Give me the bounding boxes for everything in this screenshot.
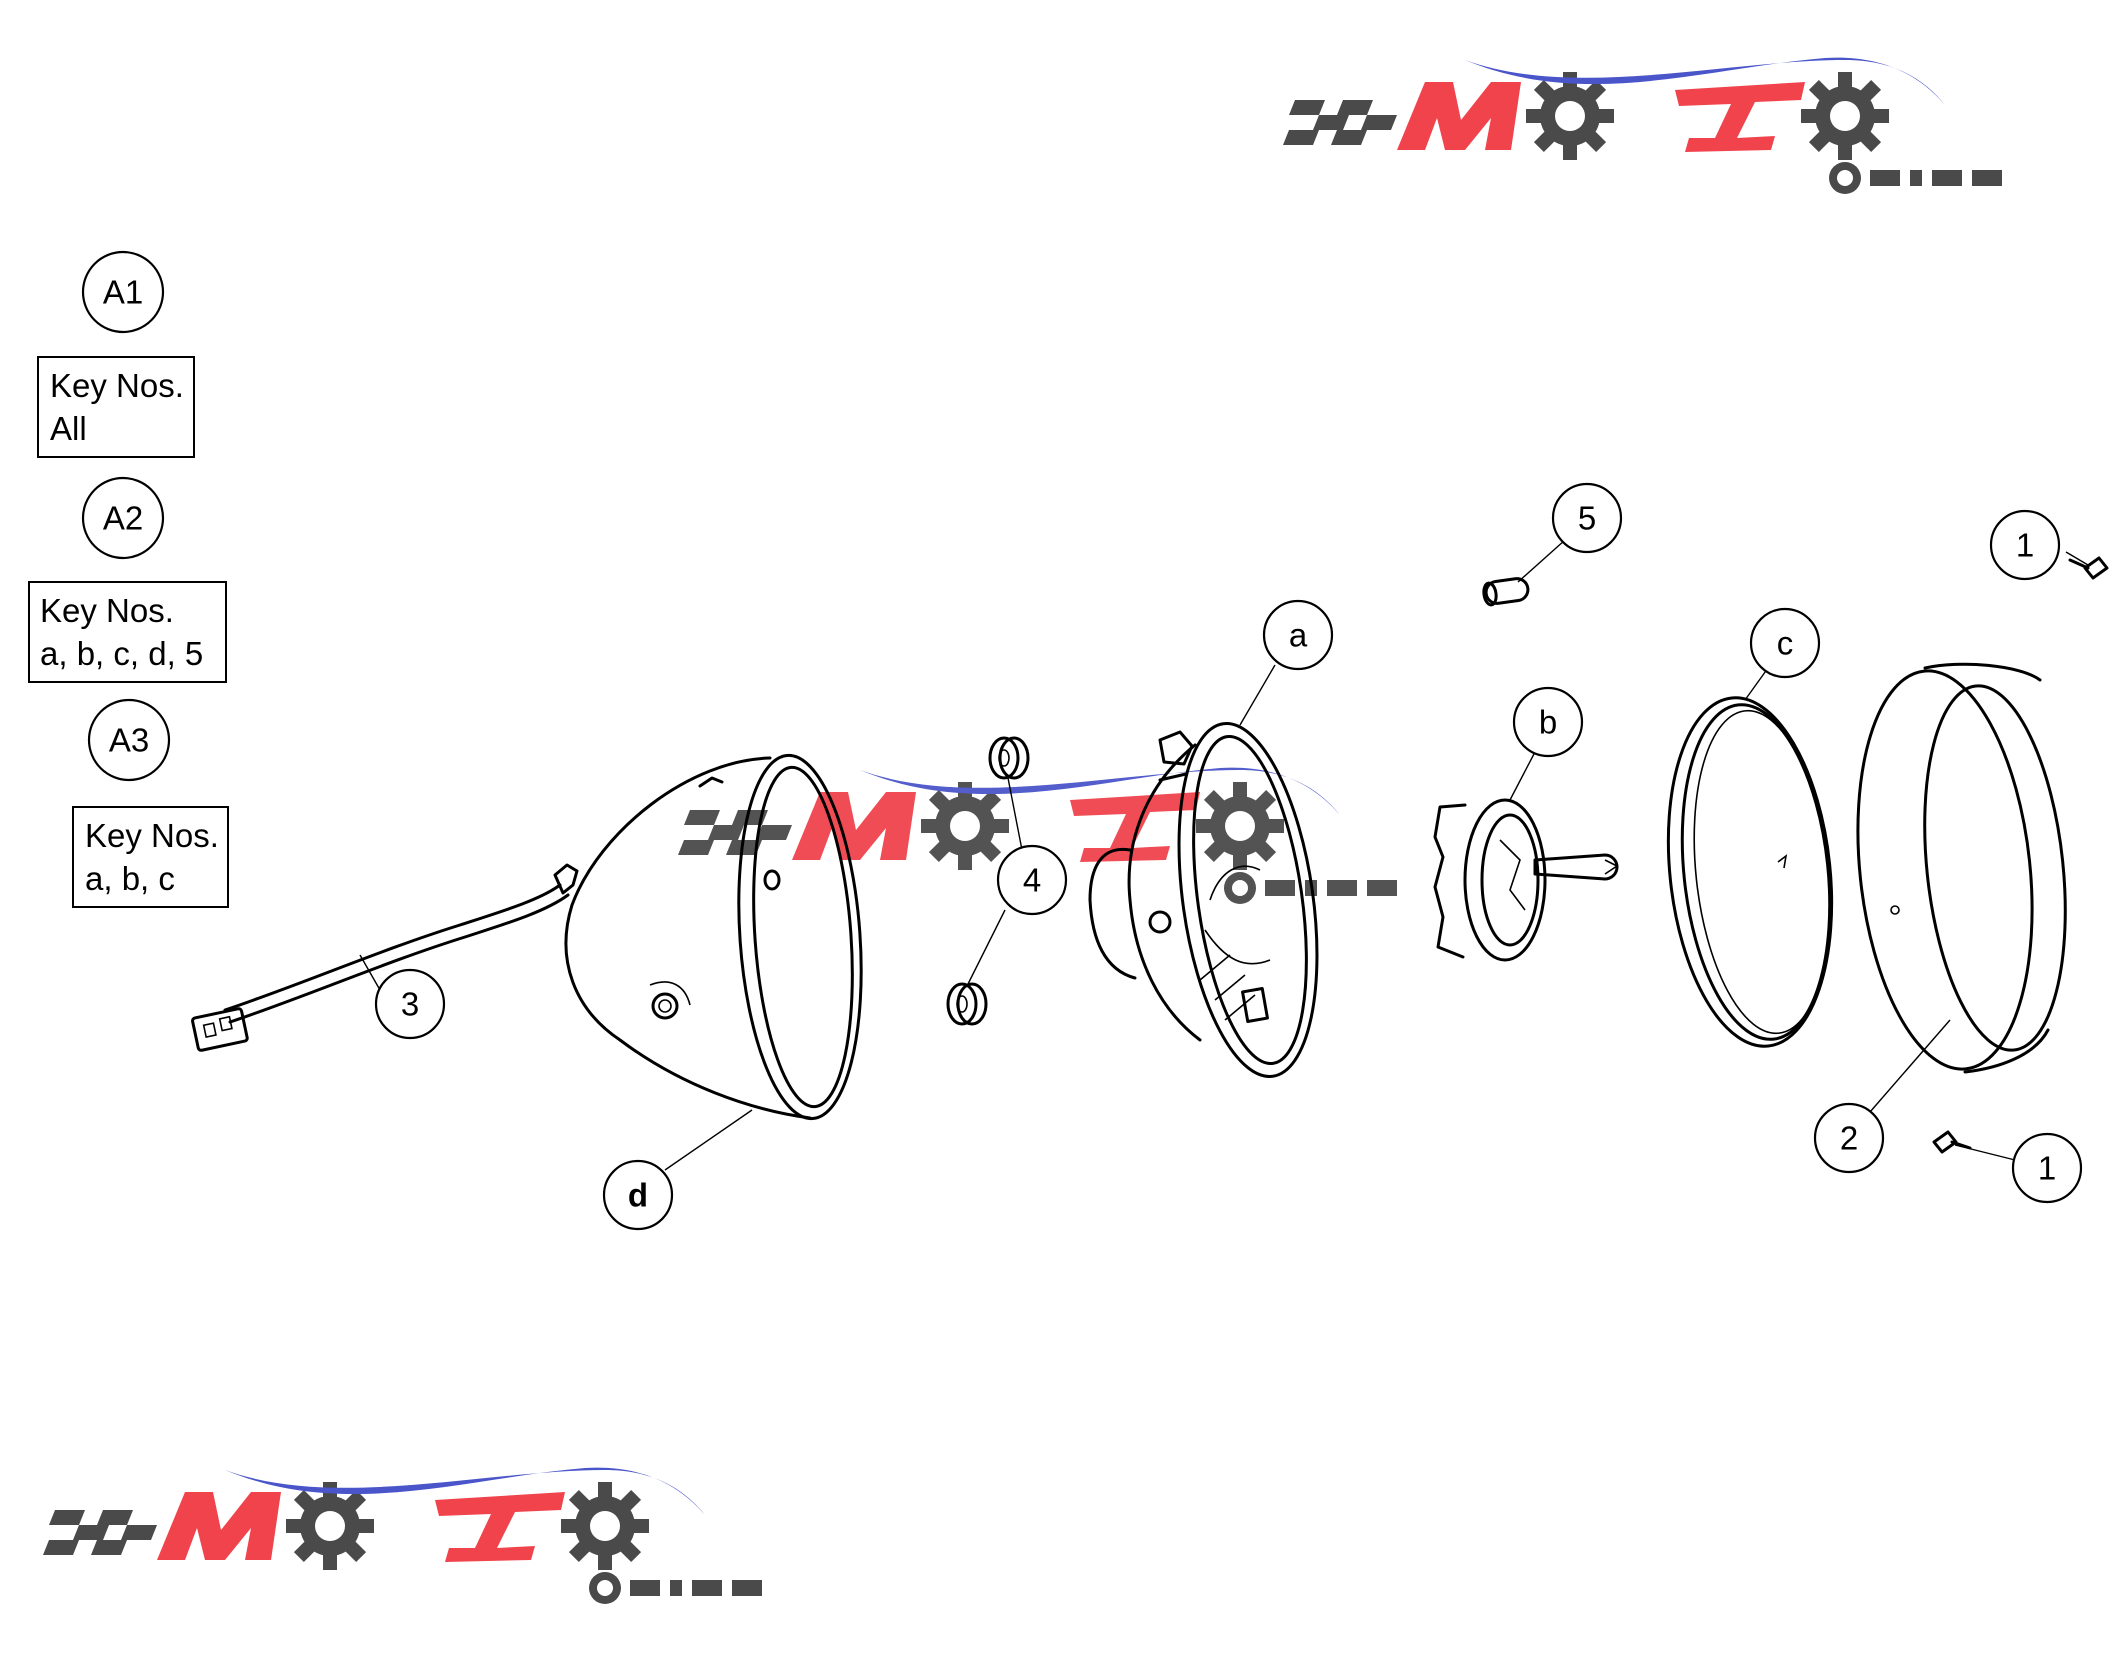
leader-5 (1517, 539, 1566, 583)
leader-lines (359, 539, 2089, 1171)
key-group-a3-circle (87, 698, 171, 782)
svg-text:1: 1 (2038, 1150, 2056, 1187)
part-5-pilot-bulb (1482, 577, 1530, 607)
key-group-a1-box (37, 356, 195, 458)
svg-text:2: 2 (1840, 1120, 1858, 1157)
part-3-wiring-harness (191, 863, 579, 1052)
key-group-a2-line2: a, b, c, d, 5 (40, 635, 203, 672)
key-group-a1-line2: All (50, 410, 87, 447)
key-group-a1-circle (81, 250, 165, 334)
leader-4-upper (1007, 777, 1023, 851)
key-group-a3-id: A3 (109, 722, 149, 759)
leader-4-lower (967, 909, 1006, 985)
svg-text:5: 5 (1578, 500, 1596, 537)
part-2-headlamp-rim (1856, 662, 2067, 1074)
leader-b (1509, 751, 1536, 801)
leader-d (664, 1109, 753, 1171)
part-b-bulb-holder (1433, 798, 1619, 962)
svg-text:1: 1 (2016, 527, 2034, 564)
key-group-a3-line1: Key Nos. (85, 817, 219, 854)
brand-logo-top-right (1283, 58, 2002, 194)
key-group-a1: A1 Key Nos. All (37, 250, 195, 458)
callout-3: 3 (374, 968, 446, 1040)
key-group-a3-line2: a, b, c (85, 860, 175, 897)
svg-text:c: c (1777, 625, 1794, 662)
leader-2 (1869, 1019, 1951, 1113)
leader-a (1239, 664, 1276, 726)
leader-c (1744, 667, 1769, 701)
callout-2: 2 (1813, 1102, 1885, 1174)
callout-1-lower: 1 (2011, 1132, 2083, 1204)
callout-4: 4 (996, 844, 1068, 916)
brand-logo-bottom-left (43, 1468, 762, 1604)
svg-text:d: d (628, 1177, 648, 1214)
callout-c: c (1749, 607, 1821, 679)
part-a-reflector-unit (1088, 722, 1319, 1078)
key-group-a2-id: A2 (103, 500, 143, 537)
callout-d: d (602, 1159, 674, 1231)
key-group-a2-circle (81, 476, 165, 560)
callout-5: 5 (1551, 482, 1623, 554)
callout-1-upper: 1 (1989, 509, 2061, 581)
key-group-a2-box (28, 581, 227, 683)
part-4-grommet-lower (946, 982, 988, 1026)
part-4-grommet-upper (988, 736, 1030, 780)
key-group-a3-box (72, 806, 229, 908)
key-group-a2: A2 Key Nos. a, b, c, d, 5 (28, 476, 227, 683)
part-c-headlamp-lens (1666, 696, 1834, 1048)
svg-text:4: 4 (1023, 862, 1041, 899)
callout-a: a (1262, 599, 1334, 671)
leader-1-upper (2065, 551, 2089, 566)
svg-text:a: a (1289, 617, 1308, 654)
leader-3 (359, 954, 381, 991)
callout-b: b (1512, 686, 1584, 758)
part-d-headlamp-shell (564, 753, 863, 1121)
leader-1-lower (1954, 1144, 2016, 1161)
key-group-a1-line1: Key Nos. (50, 367, 184, 404)
key-group-a3: A3 Key Nos. a, b, c (72, 698, 229, 908)
svg-text:3: 3 (401, 986, 419, 1023)
svg-text:b: b (1539, 704, 1557, 741)
part-1-screw-lower (1932, 1130, 1972, 1154)
key-group-a1-id: A1 (103, 274, 143, 311)
part-1-screw-upper (2068, 556, 2109, 580)
key-group-a2-line1: Key Nos. (40, 592, 174, 629)
